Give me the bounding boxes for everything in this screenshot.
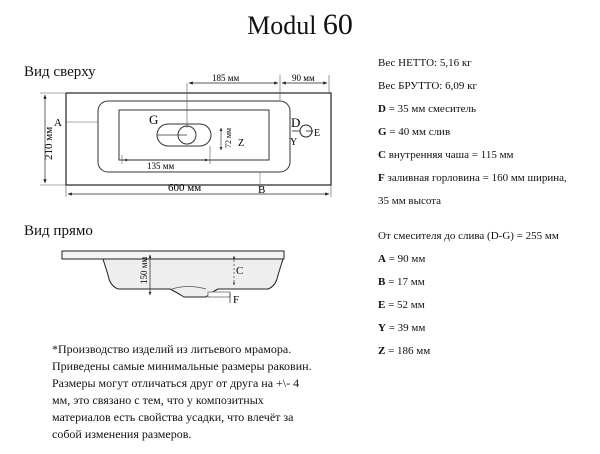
spec-b-text: = 17 мм [385,276,425,288]
front-view-label: Вид прямо [24,223,93,239]
spec-f-height: 35 мм высота [378,195,442,207]
spec-c-key: C [378,149,386,161]
countertop-profile [61,250,285,260]
spec-a-text: = 90 мм [385,253,426,265]
spec-z-text: = 186 мм [385,345,431,357]
title-number: 60 [322,8,353,41]
dim-210-label: 210 мм [43,127,55,160]
spec-z: Z = 186 мм [378,346,430,357]
spec-d-key: D [378,103,386,115]
spec-y-key: Y [378,322,386,334]
production-note: *Производство изделий из литьевого мрамо… [52,341,372,443]
letter-e: E [314,128,320,139]
spec-f: F заливная горловина = 160 мм ширина, [378,173,567,184]
spec-a-key: A [378,253,386,265]
dim-150-label: 150 мм [139,257,149,284]
weight-gross: Вес БРУТТО: 6,09 кг [378,80,477,92]
dim-600-label: 600 мм [168,182,201,194]
top-view-drawing: 185 мм 90 мм 210 мм 600 мм 135 мм 72 мм … [40,73,332,197]
note-line: мм, это связано с тем, что у композитных [52,393,264,407]
spec-e-text: = 52 мм [385,299,425,311]
note-line: Приведены самые минимальные размеры рако… [52,359,312,373]
letter-y: Y [290,137,297,148]
note-line: материалов есть свойства усадки, что вле… [52,410,294,424]
spec-a: A = 90 мм [378,254,425,265]
spec-b-key: B [378,276,386,288]
spec-f-text: заливная горловина = 160 мм ширина, [384,172,567,184]
spec-g: G = 40 мм слив [378,127,450,138]
spec-d: D = 35 мм смеситель [378,104,476,115]
letter-a: A [54,117,62,129]
title-prefix: Modul [247,11,317,40]
spec-g-text: = 40 мм слив [386,126,451,138]
front-view-drawing: 150 мм C F [61,250,285,306]
note-line: Размеры могут отличаться друг от друга н… [52,376,300,390]
dim-72-label: 72 мм [224,128,233,148]
page-title: Modul 60 [0,8,600,42]
spec-d-text: = 35 мм смеситель [385,103,477,115]
basin-inner [118,109,270,161]
spec-e: E = 52 мм [378,300,425,311]
dim-185-label: 185 мм [212,73,239,83]
spec-e-key: E [378,299,386,311]
spec-z-key: Z [378,345,386,357]
note-line: собой изменения размеров. [52,427,192,441]
weight-net: Вес НЕТТО: 5,16 кг [378,57,472,69]
spec-f-key: F [378,172,385,184]
spec-c-text: внутренняя чаша = 115 мм [385,149,514,161]
letter-b: B [258,184,265,196]
spec-y: Y = 39 мм [378,323,425,334]
top-view-label: Вид сверху [24,64,96,80]
spec-y-text: = 39 мм [385,322,426,334]
letter-g: G [149,112,158,127]
spec-b: B = 17 мм [378,277,425,288]
dim-90-label: 90 мм [292,73,315,83]
spec-g-key: G [378,126,387,138]
bowl-profile [102,258,284,298]
letter-d: D [291,115,300,130]
letter-c: C [236,265,243,277]
letter-f: F [233,294,239,306]
spec-dg-distance: От смесителя до слива (D-G) = 255 мм [378,230,559,242]
note-line: *Производство изделий из литьевого мрамо… [52,342,292,356]
letter-z: Z [238,138,244,149]
dim-135-label: 135 мм [147,161,174,171]
spec-c: C внутренняя чаша = 115 мм [378,150,513,161]
